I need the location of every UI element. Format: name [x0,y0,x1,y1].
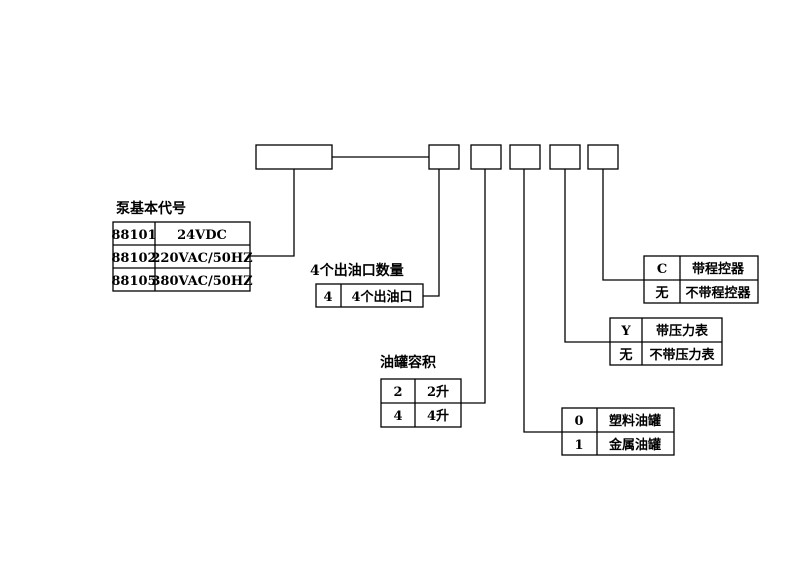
outlets-table-frame [315,283,424,308]
connector-controller [602,169,644,281]
connector-capacity [461,169,486,404]
tank-material-table: 0 塑料油罐 1 金属油罐 [561,407,675,456]
table-cell-desc: 380VAC/50HZ [151,274,253,289]
table-cell-desc: 不带压力表 [649,347,715,363]
table-cell-desc: 金属油罐 [608,437,661,453]
table-cell-code: 4 [323,290,332,305]
code-box-pressure-gauge [549,144,581,170]
code-box-pump [255,144,333,170]
table-cell-code: Y [620,324,631,339]
table-cell-desc: 塑料油罐 [609,413,661,429]
table-cell-code: 0 [574,414,583,429]
table-cell-desc: 2升 [427,384,449,400]
pump-table: 88101 24VDC 88102 220VAC/50HZ 88105 380V… [111,221,253,292]
pressure-gauge-table: Y 带压力表 无 不带压力表 [609,317,723,366]
table-cell-code: 88101 [111,228,156,243]
table-cell-code: 1 [574,438,583,453]
table-cell-desc: 220VAC/50HZ [151,251,253,266]
table-cell-code: 4 [393,409,402,424]
code-box-outlets [428,144,460,170]
controller-table: C 带程控器 无 不带程控器 [643,255,759,304]
capacity-table: 2 2升 4 4升 [380,378,462,428]
connector-pump [250,169,295,257]
table-cell-desc: 不带程控器 [685,285,751,301]
table-cell-code: C [657,262,667,277]
table-cell-code: 2 [393,385,402,400]
table-cell-code: 88105 [111,274,156,289]
outlets-table: 4 4个出油口 [315,283,424,308]
connector-pressure-gauge [564,169,610,343]
table-cell-desc: 4个出油口 [351,289,412,305]
table-cell-desc: 带压力表 [656,323,709,339]
code-box-capacity [470,144,502,170]
code-box-tank-material [509,144,541,170]
capacity-table-title: 油罐容积 [380,354,436,371]
table-cell-code: 88102 [111,251,156,266]
pump-table-title: 泵基本代号 [116,200,186,217]
table-cell-desc: 24VDC [177,228,227,243]
outlets-table-title: 4个出油口数量 [310,262,404,279]
connector-outlets [423,169,440,297]
table-cell-desc: 4升 [427,408,449,424]
table-cell-code: 无 [654,286,668,301]
table-cell-code: 无 [618,348,632,363]
code-box-controller [587,144,619,170]
connector-tank-material [523,169,562,433]
pump-table-frame [112,221,251,292]
table-cell-desc: 带程控器 [692,261,745,277]
